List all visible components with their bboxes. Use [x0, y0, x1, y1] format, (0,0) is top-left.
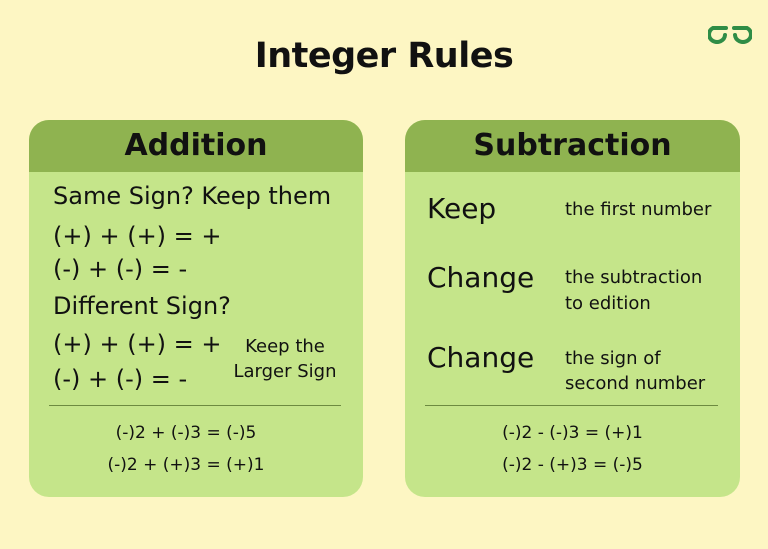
- subtraction-example-1: (-)2 - (-)3 = (+)1: [502, 423, 643, 443]
- different-sign-note-line-2: Larger Sign: [233, 361, 337, 382]
- subtraction-step-1-word: Keep: [427, 192, 497, 225]
- different-sign-note-line-1: Keep the: [245, 336, 325, 357]
- gfg-logo-icon: [708, 26, 752, 44]
- addition-divider: [49, 405, 341, 406]
- addition-card: Addition Same Sign? Keep them (+) + (+) …: [29, 120, 363, 497]
- subtraction-header: Subtraction: [405, 120, 740, 172]
- addition-example-2: (-)2 + (+)3 = (+)1: [107, 455, 265, 475]
- subtraction-step-2-desc-line-1: the subtraction: [565, 267, 703, 288]
- page-title: Integer Rules: [254, 36, 514, 76]
- different-sign-rule-1: (+) + (+) = +: [53, 330, 222, 358]
- subtraction-step-2-desc-line-2: to edition: [565, 293, 651, 314]
- subtraction-example-2: (-)2 - (+)3 = (-)5: [502, 455, 643, 475]
- subtraction-step-3-desc-line-2: second number: [565, 373, 706, 394]
- subtraction-step-3-word: Change: [427, 341, 535, 374]
- subtraction-step-2-word: Change: [427, 261, 535, 294]
- subtraction-card: Subtraction Keep the first number Change…: [405, 120, 740, 497]
- addition-header: Addition: [29, 120, 363, 172]
- subtraction-step-3-desc-line-1: the sign of: [565, 348, 661, 369]
- same-sign-heading: Same Sign? Keep them: [53, 182, 332, 210]
- different-sign-heading: Different Sign?: [53, 292, 231, 320]
- addition-example-1: (-)2 + (-)3 = (-)5: [115, 423, 257, 443]
- same-sign-rule-1: (+) + (+) = +: [53, 222, 222, 250]
- different-sign-rule-2: (-) + (-) = -: [53, 365, 188, 393]
- subtraction-step-1-desc: the first number: [565, 199, 712, 220]
- same-sign-rule-2: (-) + (-) = -: [53, 255, 188, 283]
- subtraction-divider: [425, 405, 718, 406]
